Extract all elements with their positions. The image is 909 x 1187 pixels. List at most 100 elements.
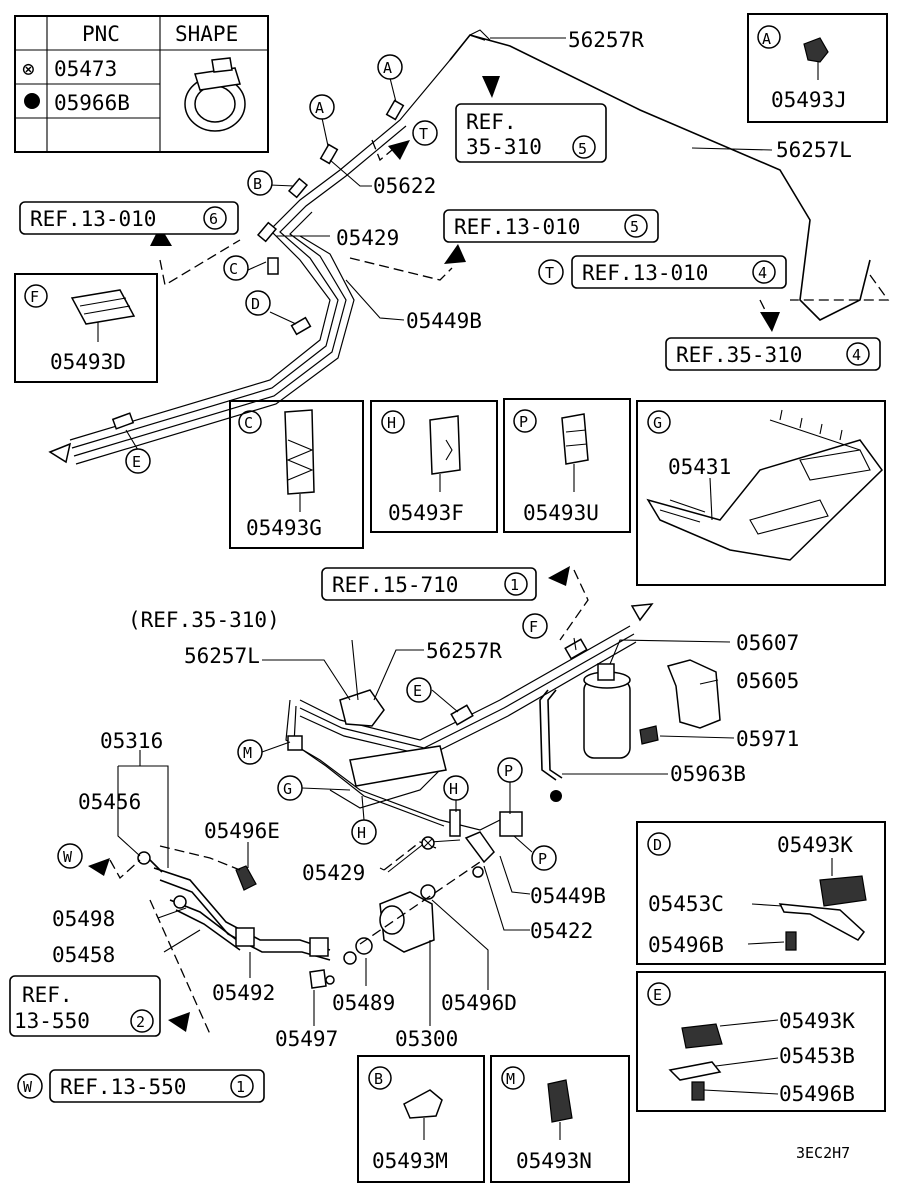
label-05493n: 05493N bbox=[516, 1149, 592, 1173]
ref-box-35-310-5: REF. 35-310 5 bbox=[455, 103, 607, 163]
clip-f-icon bbox=[70, 289, 136, 325]
inset-p: P 05493U bbox=[503, 398, 631, 533]
upper-leaders bbox=[125, 37, 773, 451]
ref-box-13-550-1: W REF.13-550 1 bbox=[17, 1069, 265, 1103]
label-05489: 05489 bbox=[332, 991, 395, 1015]
label-05429-top: 05429 bbox=[336, 226, 399, 250]
ref-arrow-icon bbox=[548, 566, 570, 586]
bracket-d-icon bbox=[778, 903, 866, 941]
label-05493d: 05493D bbox=[50, 350, 126, 374]
label-05492: 05492 bbox=[212, 981, 275, 1005]
clip-a-icon bbox=[803, 37, 829, 63]
svg-text:E: E bbox=[653, 986, 662, 1004]
inset-h: H 05493F bbox=[370, 400, 498, 533]
ref-box-35-310-4: REF.35-310 4 bbox=[665, 337, 881, 371]
label-05497: 05497 bbox=[275, 1027, 338, 1051]
inset-g: G 05431 bbox=[636, 400, 886, 586]
svg-text:D: D bbox=[653, 836, 662, 854]
svg-text:4: 4 bbox=[758, 264, 767, 282]
svg-text:E: E bbox=[132, 453, 141, 471]
bolt-d-icon bbox=[785, 931, 797, 951]
label-05622: 05622 bbox=[373, 174, 436, 198]
clip-e-icon bbox=[681, 1023, 723, 1049]
svg-text:6: 6 bbox=[209, 210, 218, 228]
clip-b-icon bbox=[403, 1089, 443, 1119]
line-protector-icon bbox=[349, 745, 447, 787]
ref-box-13-010-4: REF.13-010 4 bbox=[571, 255, 787, 289]
fuel-fitting-icon bbox=[339, 689, 385, 727]
label-56257l-top: 56257L bbox=[776, 138, 852, 162]
ref-box-15-710-1: REF.15-710 1 bbox=[321, 567, 537, 601]
label-05449b-low: 05449B bbox=[530, 884, 606, 908]
svg-text:M: M bbox=[243, 744, 252, 762]
clip-h-icon bbox=[429, 415, 461, 475]
label-05496e: 05496E bbox=[204, 819, 280, 843]
svg-text:REF.: REF. bbox=[466, 110, 517, 134]
ref-box-13-010-6: REF.13-010 6 bbox=[19, 201, 239, 235]
fuel-pump-icon bbox=[379, 884, 436, 953]
label-05963b: 05963B bbox=[670, 762, 746, 786]
svg-text:B: B bbox=[253, 175, 262, 193]
flow-arrow-icon bbox=[630, 603, 654, 622]
svg-text:13-550: 13-550 bbox=[14, 1009, 90, 1033]
label-05493m: 05493M bbox=[372, 1149, 448, 1173]
svg-text:F: F bbox=[529, 618, 538, 636]
svg-text:REF.15-710: REF.15-710 bbox=[332, 573, 458, 597]
legend-header-pnc: PNC bbox=[82, 22, 120, 46]
cross-marker-icon bbox=[421, 836, 435, 850]
label-05493u: 05493U bbox=[523, 501, 599, 525]
svg-text:35-310: 35-310 bbox=[466, 135, 542, 159]
label-05453b: 05453B bbox=[779, 1044, 855, 1068]
label-05456: 05456 bbox=[78, 790, 141, 814]
svg-text:W: W bbox=[23, 1078, 33, 1096]
svg-text:W: W bbox=[63, 848, 73, 866]
svg-text:REF.35-310: REF.35-310 bbox=[676, 343, 802, 367]
ref-box-13-550-2: REF. 13-550 2 bbox=[9, 975, 161, 1037]
svg-text:H: H bbox=[449, 780, 458, 798]
clip-m-icon bbox=[547, 1079, 573, 1123]
svg-text:REF.13-550: REF.13-550 bbox=[60, 1075, 186, 1099]
svg-text:B: B bbox=[374, 1070, 383, 1088]
label-05300: 05300 bbox=[395, 1027, 458, 1051]
lower-letter-markers: F E M G H H P P W bbox=[57, 613, 557, 871]
lower-leaders bbox=[261, 637, 735, 853]
label-05496d: 05496D bbox=[441, 991, 517, 1015]
svg-text:P: P bbox=[504, 762, 513, 780]
ref-arrow-icon bbox=[168, 1012, 190, 1032]
drawing-code: 3EC2H7 bbox=[796, 1144, 850, 1162]
ref-arrow-icon bbox=[444, 244, 466, 264]
ref-arrow-icon bbox=[760, 312, 780, 332]
fuel-line-protector-icon bbox=[646, 409, 883, 561]
svg-text:4: 4 bbox=[852, 346, 861, 364]
svg-text:D: D bbox=[251, 295, 260, 313]
svg-text:REF.13-010: REF.13-010 bbox=[582, 261, 708, 285]
svg-text:1: 1 bbox=[510, 576, 519, 594]
label-05493g: 05493G bbox=[246, 516, 322, 540]
svg-text:H: H bbox=[357, 824, 366, 842]
ref-arrow-icon bbox=[482, 76, 500, 98]
svg-text:T: T bbox=[545, 264, 554, 282]
label-56257r-top: 56257R bbox=[568, 28, 644, 52]
legend-pnc-05473: 05473 bbox=[54, 57, 117, 81]
label-05458: 05458 bbox=[52, 943, 115, 967]
label-05496b-e: 05496B bbox=[779, 1082, 855, 1106]
legend-pnc-05966b: 05966B bbox=[54, 91, 130, 115]
pnc-legend-table: PNC SHAPE ⊗ 05473 05966B bbox=[14, 15, 269, 153]
clip-c-icon bbox=[284, 409, 315, 495]
label-05429-low: 05429 bbox=[302, 861, 365, 885]
svg-text:C: C bbox=[244, 414, 253, 432]
filter-bracket-icon bbox=[666, 659, 721, 729]
label-05431: 05431 bbox=[668, 455, 731, 479]
rear-fuel-pipes bbox=[137, 851, 373, 989]
inset-f: F 05493D bbox=[14, 273, 158, 383]
clip-p-icon bbox=[561, 413, 589, 465]
label-05493f: 05493F bbox=[388, 501, 464, 525]
label-05498: 05498 bbox=[52, 907, 115, 931]
inset-d: D 05493K 05453C 05496B bbox=[636, 821, 886, 965]
clip-d-icon bbox=[819, 875, 867, 907]
label-05605: 05605 bbox=[736, 669, 799, 693]
ref-arrow-icon bbox=[150, 226, 172, 246]
inset-b: B 05493M bbox=[357, 1055, 485, 1183]
bolt-05496e-icon bbox=[235, 865, 257, 891]
ref-box-13-010-5: REF.13-010 5 bbox=[443, 209, 659, 243]
